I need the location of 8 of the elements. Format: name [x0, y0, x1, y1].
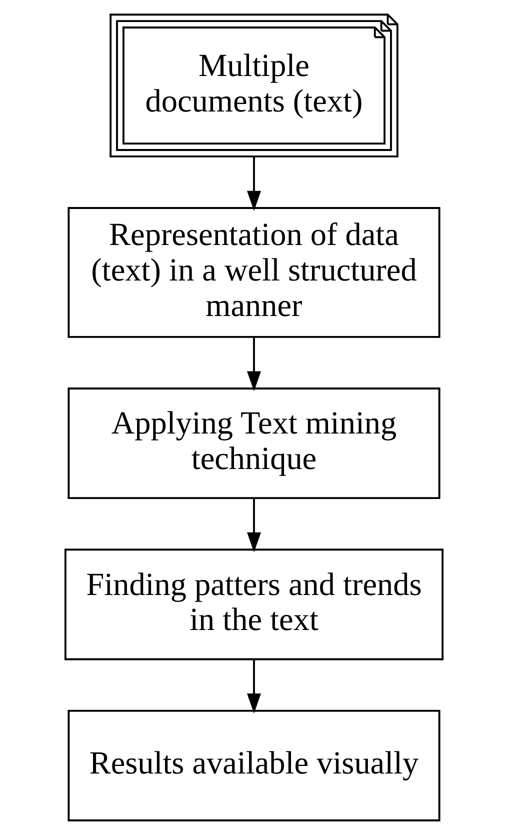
node-box: Applying Text mining technique	[68, 388, 440, 500]
node-box: Representation of data (text) in a well structured manner	[68, 207, 440, 338]
node-box: Results available visually	[68, 710, 440, 822]
arrow	[247, 660, 261, 714]
arrow	[247, 336, 261, 392]
arrow	[247, 156, 261, 211]
node-box: Finding patters and trends in the text	[64, 548, 444, 660]
arrow	[247, 498, 261, 552]
